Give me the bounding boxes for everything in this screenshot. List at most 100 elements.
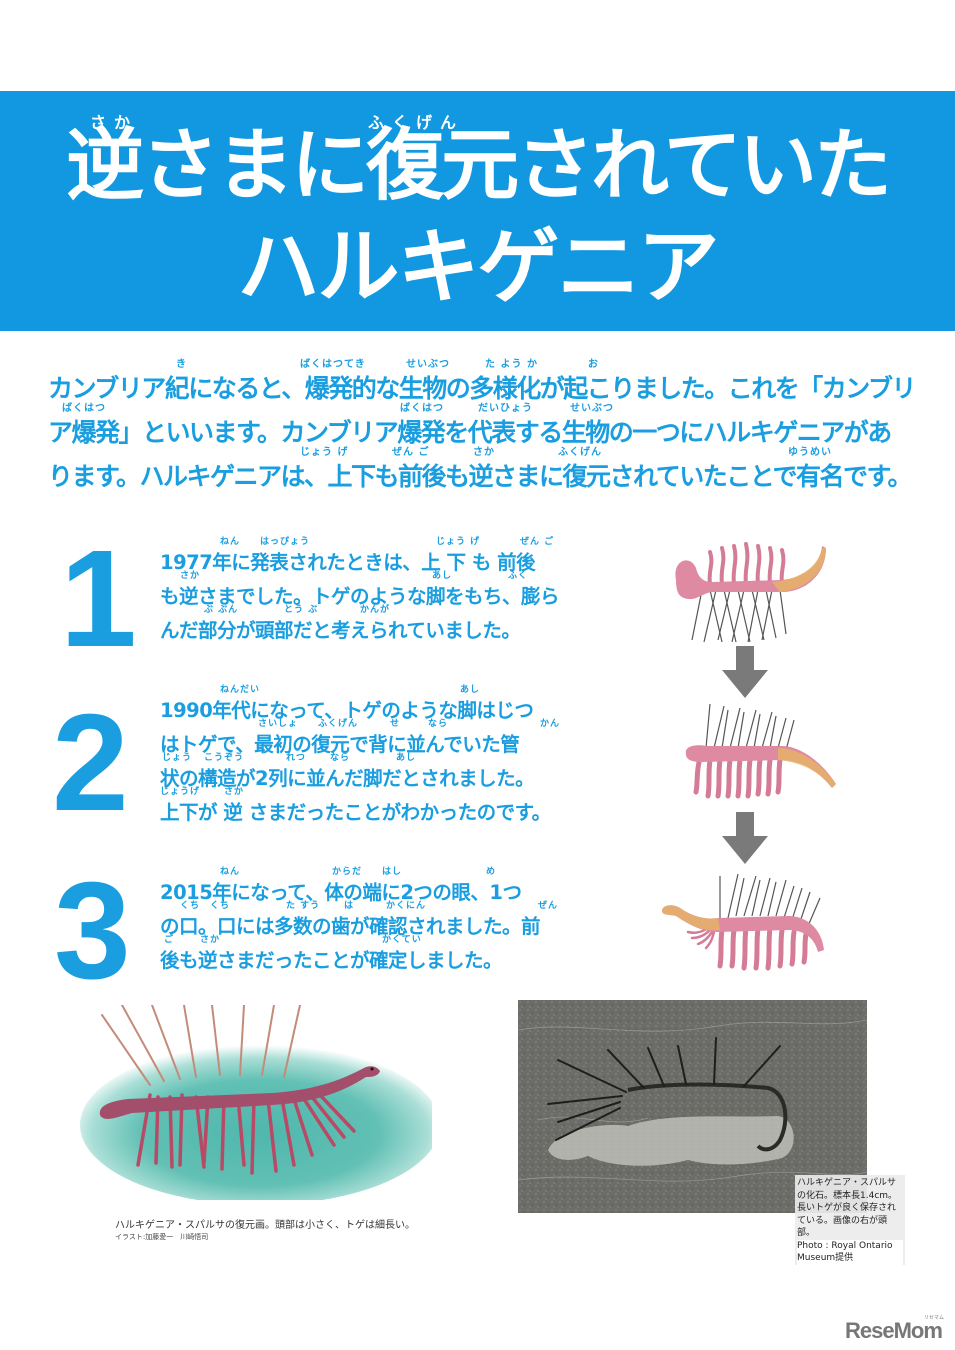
furigana: お	[588, 359, 599, 370]
furigana: あし	[396, 753, 417, 763]
page-title-line-2: ハルキゲニア	[237, 220, 719, 315]
step-line-text: 上下が 逆 さまだったことがわかったのです。	[160, 801, 551, 824]
step-line: ぶ ぶん とう ぶ かんが んだ部分が頭部だと考えられていました。	[160, 602, 560, 642]
furigana: くち	[210, 901, 231, 911]
furigana: あし	[460, 685, 481, 695]
intro-text: カンブリア紀になると、爆発的な生物の多様化が起こりました。これを「カンブリ	[48, 374, 917, 403]
furigana: た すう	[286, 901, 321, 911]
furigana: かくてい	[382, 935, 422, 945]
step-line: ねんだい あし 1990年代になって、トゲのような脚はじつ	[160, 682, 560, 722]
furigana: ねんだい	[220, 685, 261, 695]
furigana: さか	[200, 935, 221, 945]
step-line: くち くち た すう は かくにん ぜん の口。口には多数の歯が確認されました。…	[160, 898, 560, 938]
furigana: じょう	[162, 753, 193, 763]
furigana: とう ぶ	[284, 605, 319, 615]
step-line: じょうげ さか 上下が 逆 さまだったことがわかったのです。	[160, 784, 560, 824]
furigana: せ	[390, 719, 401, 729]
furigana: れつ	[286, 753, 306, 763]
step-line-text: 後も逆さまだったことが確定しました。	[160, 949, 503, 972]
furigana: ばくはつ	[62, 403, 106, 414]
step-text: ねん からだ はし め 2015年になって、体の端に2つの眼、1つ くち くち …	[160, 864, 560, 972]
title-band: さか ふくげん 逆さまに復元されていた ハルキゲニア	[0, 91, 955, 331]
step-line: ご さか かくてい 後も逆さまだったことが確定しました。	[160, 932, 560, 972]
intro-line: ばくはつ ばくはつ だいひょう せいぶつ ア爆発」といいます。カンブリア爆発を代…	[48, 399, 918, 447]
step-3: 3 ねん からだ はし め 2015年になって、体の端に2つの眼、1つ くち く…	[54, 862, 560, 1000]
intro-text: ア爆発」といいます。カンブリア爆発を代表する生物の一つにハルキゲニアがあ	[48, 418, 892, 447]
step-line-text: も逆さまでした。トゲのような脚をもち、膨ら	[160, 585, 560, 608]
title-ruby-fukugen: ふくげん	[368, 113, 465, 132]
furigana: あし	[432, 571, 453, 581]
furigana: ゆうめい	[788, 447, 832, 458]
furigana: せいぶつ	[406, 359, 450, 370]
step-1: 1 ねん はっぴょう じょう げ ぜん ご 1977年に発表されたときは、上 下…	[60, 530, 560, 670]
furigana: き	[176, 359, 187, 370]
intro-paragraph: き ばくはつてき せいぶつ た よう か お カンブリア紀になると、爆発的な生物…	[48, 355, 918, 491]
step-line: さか あし ふく も逆さまでした。トゲのような脚をもち、膨ら	[160, 568, 560, 608]
reconstruction-1977-figure	[675, 542, 826, 643]
furigana: ねん	[220, 537, 241, 547]
step-line-text: の口。口には多数の歯が確認されました。前	[160, 915, 541, 938]
furigana: ふくげん	[318, 719, 359, 729]
furigana: め	[486, 867, 497, 877]
step-2: 2 ねんだい あし 1990年代になって、トゲのような脚はじつ さいしょ ふくげ…	[52, 682, 561, 832]
intro-text: ります。ハルキゲニアは、上下も前後も逆さまに復元されていたことで有名です。	[48, 462, 913, 491]
furigana: だいひょう	[478, 403, 533, 414]
step-number: 3	[54, 854, 131, 1008]
down-arrow-icon	[722, 812, 768, 864]
furigana: さか	[224, 787, 245, 797]
furigana: ご	[164, 935, 175, 945]
step-line-text: 状の構造が2列に並んだ脚だとされました。	[160, 767, 535, 790]
step-line-text: はトゲで、最初の復元で背に並んでいた管	[160, 733, 520, 756]
furigana: はし	[382, 867, 403, 877]
furigana: さか	[473, 447, 495, 458]
furigana: じょう げ	[300, 447, 349, 458]
step-line: じょう こうぞう れつ なら あし 状の構造が2列に並んだ脚だとされました。	[160, 750, 560, 790]
step-line: さいしょ ふくげん せ なら かん はトゲで、最初の復元で背に並んでいた管	[160, 716, 561, 756]
step-text: ねん はっぴょう じょう げ ぜん ご 1977年に発表されたときは、上 下 も…	[160, 534, 560, 642]
fossil-credit-line-1: Photo : Royal Ontario	[797, 1239, 903, 1252]
furigana: さか	[180, 571, 201, 581]
illustration-caption: ハルキゲニア・スパルサの復元画。頭部は小さく、トゲは細長い。	[115, 1220, 415, 1231]
fossil-caption: ハルキゲニア・スパルサの化石。標本長1.4cm。長いトゲが良く保存されている。画…	[795, 1175, 905, 1265]
step-line-text: 1977年に発表されたときは、上 下 も 前後	[160, 551, 536, 574]
reconstruction-2015-figure	[662, 873, 824, 971]
furigana: ばくはつ	[400, 403, 444, 414]
furigana: こうぞう	[204, 753, 245, 763]
furigana: た よう か	[485, 359, 538, 370]
furigana: はっぴょう	[260, 537, 311, 547]
furigana: じょう げ	[436, 537, 481, 547]
fossil-credit-line-2: Museum提供	[797, 1252, 903, 1265]
furigana: ふくげん	[558, 447, 602, 458]
furigana: ぜん ご	[392, 447, 430, 458]
furigana: は	[344, 901, 355, 911]
furigana: かん	[540, 719, 561, 729]
resemom-logo-kana: リセマム	[924, 1315, 945, 1321]
reconstruction-1990-figure	[685, 703, 836, 799]
illustration-credit: イラスト:加藤愛一 川崎悟司	[115, 1233, 209, 1241]
intro-line: じょう げ ぜん ご さか ふくげん ゆうめい ります。ハルキゲニアは、上下も前…	[48, 443, 918, 491]
furigana: くち	[180, 901, 201, 911]
furigana: じょうげ	[160, 787, 201, 797]
furigana: かんが	[360, 605, 391, 615]
furigana: かくにん	[386, 901, 427, 911]
furigana: なら	[330, 753, 351, 763]
page-title-line-1: 逆さまに復元されていた	[66, 121, 892, 211]
step-line-text: 1990年代になって、トゲのような脚はじつ	[160, 699, 534, 722]
step-line-text: 2015年になって、体の端に2つの眼、1つ	[160, 881, 522, 904]
down-arrow-icon	[722, 646, 768, 698]
furigana: ぜん ご	[520, 537, 555, 547]
step-number: 2	[52, 686, 129, 840]
furigana: ふく	[508, 571, 529, 581]
step-line: ねん はっぴょう じょう げ ぜん ご 1977年に発表されたときは、上 下 も…	[160, 534, 560, 574]
fossil-caption-text: ハルキゲニア・スパルサの化石。標本長1.4cm。長いトゲが良く保存されている。画…	[797, 1178, 898, 1238]
resemom-logo: ReseMom	[845, 1318, 943, 1343]
step-number: 1	[60, 522, 137, 676]
step-line-text: んだ部分が頭部だと考えられていました。	[160, 619, 521, 642]
furigana: なら	[428, 719, 449, 729]
furigana: からだ	[332, 867, 363, 877]
halkieria-illustration	[80, 1005, 432, 1200]
furigana: ねん	[220, 867, 241, 877]
furigana: ぶ ぶん	[204, 605, 239, 615]
furigana: さいしょ	[258, 719, 299, 729]
furigana: せいぶつ	[570, 403, 614, 414]
